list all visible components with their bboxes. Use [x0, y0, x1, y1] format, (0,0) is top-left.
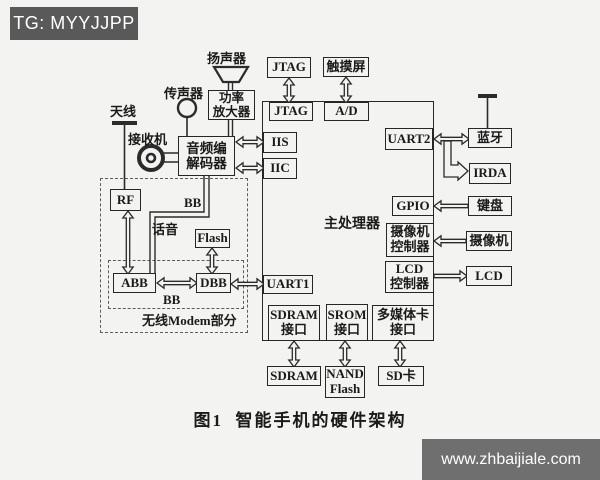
voice-label: 话音 [152, 222, 179, 237]
bb-upper-label: BB [184, 195, 202, 210]
antenna-label: 天线 [110, 104, 137, 119]
box-keyboard: 键盘 [468, 196, 512, 216]
box-ad-converter: A/D [324, 102, 369, 121]
arrow-mmcif-sdcard [393, 339, 407, 369]
arrow-codec-iis [234, 135, 266, 149]
box-uart1: UART1 [263, 275, 313, 294]
box-lcd: LCD [466, 266, 512, 286]
box-iis: IIS [263, 132, 297, 153]
box-power-amplifier: 功率 放大器 [208, 90, 255, 120]
bluetooth-antenna-icon [478, 94, 497, 129]
arrow-keyboard-gpio [432, 199, 469, 213]
box-audio-codec: 音频编 解码器 [178, 136, 235, 176]
arrow-sromif-nand [338, 339, 352, 369]
box-flash: Flash [195, 229, 230, 248]
watermark: www.zhbaijiale.com [422, 439, 600, 480]
arrow-abb-dbb [155, 276, 199, 290]
arrow-jtag-ext-jtag-int [282, 76, 296, 105]
speaker-label: 扬声器 [207, 51, 247, 66]
box-gpio: GPIO [392, 196, 434, 216]
arrow-camera-cameractrl [432, 234, 467, 248]
tg-badge: TG: MYYJJPP [10, 7, 138, 40]
main-processor-label: 主处理器 [324, 217, 380, 232]
arrow-codec-iic [234, 161, 266, 175]
box-iic: IIC [263, 158, 297, 179]
box-dbb: DBB [196, 273, 231, 293]
microphone-label: 传声器 [164, 86, 204, 101]
microphone-icon [176, 97, 198, 136]
arrow-lcdctrl-lcd [433, 269, 469, 283]
box-irda: IRDA [469, 163, 511, 184]
voice-bus-line-2 [154, 176, 210, 274]
uart2-irda-branch-arrow [443, 140, 469, 182]
voice-bus-line-1 [149, 176, 205, 274]
box-srom-interface: SROM 接口 [326, 304, 368, 341]
box-nand-flash: NAND Flash [325, 366, 365, 398]
arrow-rf-abb [121, 209, 135, 276]
amp-codec-line [227, 120, 234, 136]
box-camera: 摄像机 [466, 231, 512, 251]
arrow-touchscreen-ad [339, 75, 353, 105]
box-sd-card: SD卡 [378, 366, 424, 386]
arrow-dbb-uart1 [229, 277, 266, 291]
box-jtag-internal: JTAG [269, 102, 313, 121]
antenna-icon [112, 121, 137, 189]
arrow-flash-dbb [205, 246, 219, 276]
box-abb: ABB [113, 273, 156, 293]
box-jtag-external: JTAG [267, 57, 311, 78]
box-sdram-interface: SDRAM 接口 [268, 305, 320, 341]
box-bluetooth: 蓝牙 [468, 128, 512, 148]
bb-lower-label: BB [163, 292, 181, 307]
speaker-icon [212, 65, 250, 90]
receiver-codec-line [163, 152, 178, 163]
box-camera-controller: 摄像机 控制器 [386, 223, 434, 257]
box-touchscreen: 触摸屏 [323, 57, 369, 77]
box-multimedia-card-interface: 多媒体卡 接口 [372, 305, 434, 341]
receiver-label: 接收机 [128, 132, 168, 147]
arrow-sdramif-sdram [287, 339, 301, 369]
box-rf: RF [110, 189, 141, 211]
box-lcd-controller: LCD 控制器 [385, 261, 434, 293]
figure-caption: 图1 智能手机的硬件架构 [193, 411, 407, 430]
box-sdram: SDRAM [267, 366, 321, 386]
wireless-modem-label: 无线Modem部分 [142, 313, 237, 328]
receiver-icon [137, 144, 165, 172]
box-uart2: UART2 [385, 128, 433, 150]
wireless-modem-dashed-region [100, 178, 248, 333]
